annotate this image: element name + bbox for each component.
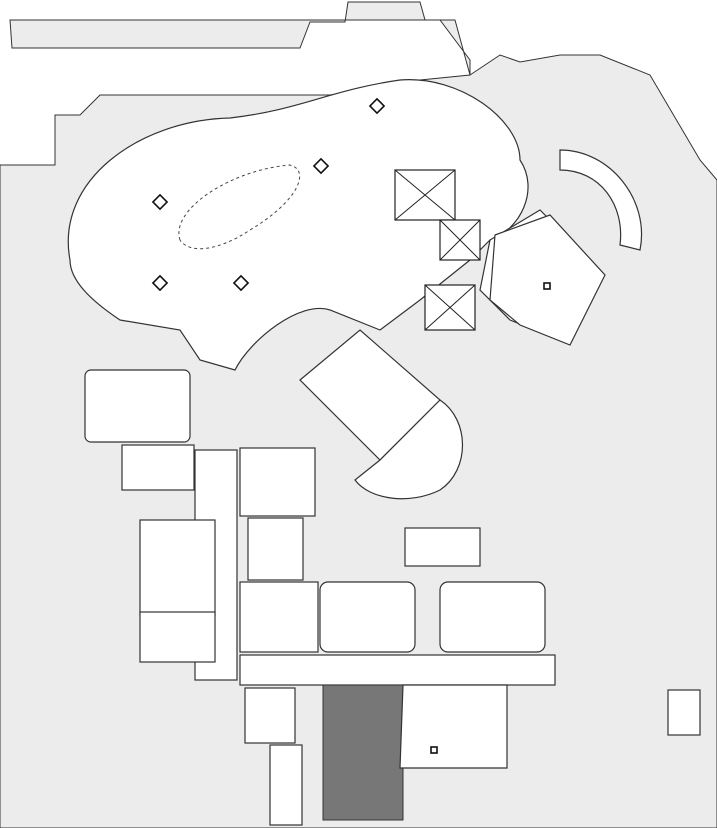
room-west-3[interactable] <box>139 519 216 616</box>
room-center-south[interactable] <box>354 399 464 500</box>
room-south-east[interactable] <box>399 684 508 769</box>
room-south-1[interactable] <box>269 744 303 826</box>
room-mid-2[interactable] <box>247 517 304 581</box>
pillar-marker-south <box>430 746 438 754</box>
room-mid-1[interactable] <box>239 447 316 517</box>
diamond-markers <box>151 97 386 292</box>
room-west-4[interactable] <box>139 611 216 663</box>
display-cases <box>394 169 481 331</box>
pillar-marker <box>543 282 551 290</box>
room-west-1[interactable] <box>84 369 191 443</box>
inner-oval <box>178 164 300 250</box>
corridor-east-west[interactable] <box>239 654 556 686</box>
room-west-2[interactable] <box>121 444 195 491</box>
stairs-east <box>667 689 701 736</box>
curved-seating <box>559 149 643 251</box>
dark-room-south[interactable] <box>322 684 404 821</box>
room-mid-4[interactable] <box>319 581 416 653</box>
stairs <box>404 527 481 567</box>
atrium[interactable] <box>67 79 529 371</box>
room-north-east[interactable] <box>489 214 606 346</box>
room-mid-5[interactable] <box>439 581 546 653</box>
room-mid-3[interactable] <box>239 581 319 653</box>
room-south-2[interactable] <box>244 687 296 744</box>
